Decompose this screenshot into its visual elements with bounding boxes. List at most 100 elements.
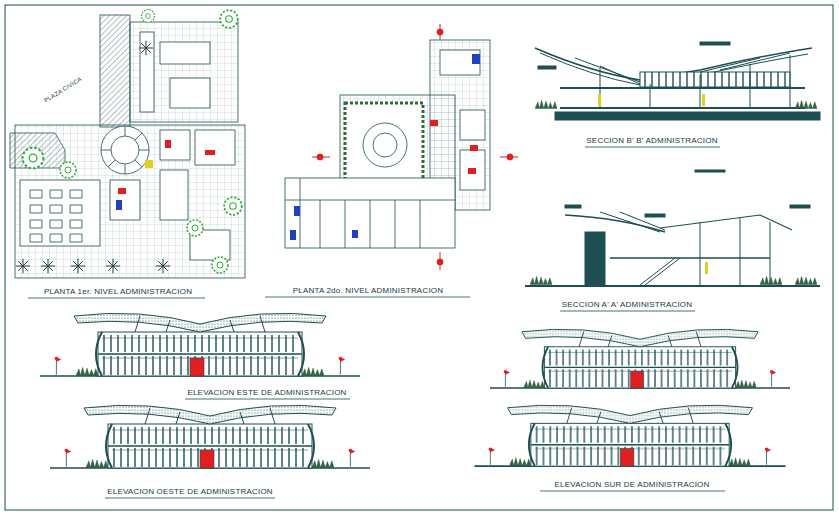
drawing-line bbox=[795, 100, 817, 108]
drawing-line bbox=[265, 297, 470, 298]
drawing-title: ELEVACION OESTE DE ADMINISTRACION bbox=[107, 487, 273, 497]
drawing-line bbox=[185, 399, 350, 400]
drawing-line bbox=[16, 10, 242, 274]
drawing-line bbox=[290, 230, 296, 240]
drawing-line bbox=[195, 130, 235, 165]
drawing-line bbox=[525, 205, 820, 286]
drawing-line bbox=[430, 120, 438, 126]
drawing-line bbox=[285, 40, 490, 248]
drawing-title: PLANTA 1er. NIVEL ADMINISTRACION bbox=[44, 287, 192, 297]
drawing-line bbox=[640, 72, 790, 87]
drawing-line bbox=[790, 205, 810, 208]
drawing-line bbox=[363, 123, 407, 167]
drawing-line bbox=[468, 168, 476, 174]
drawing-line bbox=[565, 205, 581, 208]
drawing-line bbox=[101, 126, 149, 174]
drawing-line bbox=[285, 178, 455, 248]
drawing-line bbox=[160, 42, 210, 64]
drawing-title: PLANTA 2do. NIVEL ADMINISTRACION bbox=[293, 286, 443, 296]
drawing-line bbox=[10, 15, 245, 278]
drawing-line bbox=[535, 100, 557, 108]
drawing-line bbox=[585, 147, 720, 148]
drawing-line bbox=[540, 491, 725, 492]
drawing-line bbox=[700, 42, 730, 45]
drawing-line bbox=[312, 24, 518, 270]
drawing-line bbox=[440, 252, 441, 270]
drawing-line bbox=[440, 50, 480, 75]
drawing-line bbox=[20, 180, 100, 246]
drawing-title: SECCION B' B' ADMINISTRACION bbox=[586, 136, 717, 146]
drawing-line bbox=[28, 298, 205, 299]
drawing-line bbox=[660, 215, 792, 230]
drawing-line bbox=[760, 276, 782, 284]
drawing-line bbox=[111, 136, 139, 164]
drawing-line bbox=[15, 125, 245, 278]
drawing-line bbox=[598, 94, 601, 106]
drawing-title: ELEVACION ESTE DE ADMINISTRACION bbox=[187, 388, 346, 398]
drawing-line bbox=[60, 162, 76, 178]
drawing-line bbox=[345, 103, 423, 181]
drawing-line bbox=[220, 10, 238, 28]
drawing-line bbox=[702, 94, 705, 106]
drawing-line bbox=[538, 66, 556, 69]
drawing-line bbox=[40, 313, 360, 376]
drawing-line bbox=[101, 126, 149, 174]
drawing-line bbox=[106, 259, 120, 273]
drawing-line bbox=[160, 130, 190, 160]
drawing-line bbox=[118, 188, 126, 194]
drawing-line bbox=[525, 285, 820, 287]
drawing-line bbox=[110, 180, 140, 220]
drawing-line bbox=[145, 160, 153, 168]
drawing-line bbox=[472, 54, 480, 64]
drawing-line bbox=[474, 405, 785, 466]
drawing-line bbox=[156, 259, 170, 273]
drawing-line bbox=[560, 87, 805, 89]
drawing-line bbox=[30, 190, 82, 242]
drawing-line bbox=[645, 214, 665, 217]
drawing-line bbox=[41, 259, 55, 273]
drawing-line bbox=[23, 148, 44, 169]
drawing-line bbox=[695, 170, 725, 172]
area-label: PLAZA CIVICA bbox=[43, 76, 83, 105]
drawing-line bbox=[600, 212, 665, 232]
drawing-line bbox=[600, 55, 790, 108]
drawing-line bbox=[142, 10, 155, 23]
drawing-line bbox=[700, 218, 770, 285]
drawing-line bbox=[16, 259, 30, 273]
drawing-line bbox=[294, 206, 300, 216]
drawing-line bbox=[795, 276, 817, 284]
drawing-line bbox=[490, 329, 790, 388]
drawing-line bbox=[312, 157, 330, 158]
drawing-line bbox=[160, 170, 188, 220]
drawing-line bbox=[560, 311, 695, 312]
drawing-line bbox=[71, 259, 85, 273]
drawing-line bbox=[165, 140, 171, 148]
drawing-line bbox=[535, 42, 820, 172]
drawing-line bbox=[50, 405, 370, 468]
drawing-title: ELEVACION SUR DE ADMINISTRACION bbox=[555, 480, 710, 490]
drawing-line bbox=[5, 5, 833, 510]
drawing-line bbox=[440, 24, 441, 40]
drawing-line bbox=[352, 230, 358, 238]
drawing-title: SECCION A' A' ADMINISTRACION bbox=[562, 300, 692, 310]
drawing-line bbox=[640, 258, 680, 285]
drawing-line bbox=[460, 150, 485, 190]
drawing-line bbox=[373, 133, 397, 157]
drawing-line bbox=[139, 41, 153, 55]
drawing-line bbox=[105, 498, 275, 499]
drawing-line bbox=[470, 145, 478, 151]
drawing-line bbox=[460, 110, 485, 140]
drawing-line bbox=[170, 78, 210, 108]
drawing-line bbox=[212, 257, 228, 273]
drawing-line bbox=[205, 150, 215, 155]
drawing-line bbox=[530, 276, 552, 284]
drawing-line bbox=[285, 178, 455, 248]
drawing-line bbox=[100, 15, 130, 127]
drawing-line bbox=[224, 197, 242, 215]
drawing-line bbox=[610, 257, 770, 259]
drawing-line bbox=[187, 220, 203, 236]
drawing-line bbox=[555, 112, 820, 120]
